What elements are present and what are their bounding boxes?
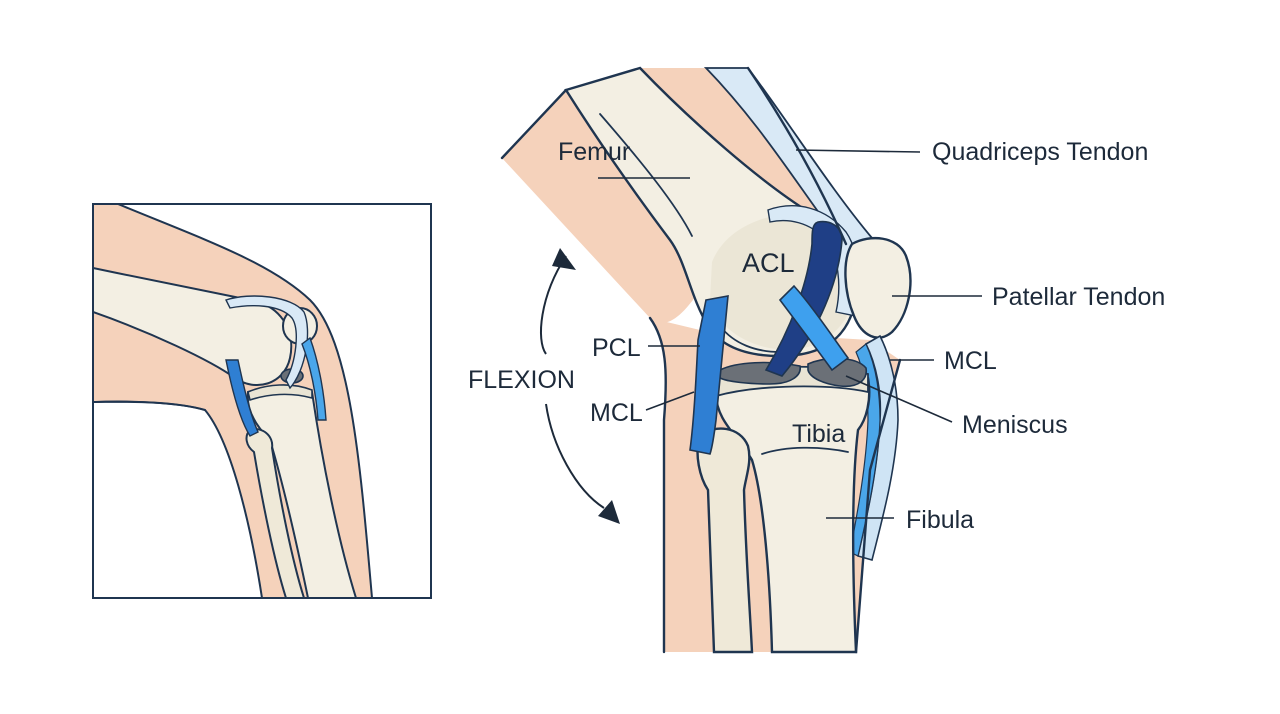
label-flexion: FLEXION — [468, 366, 575, 394]
label-meniscus: Meniscus — [962, 411, 1068, 439]
label-mcl-left: MCL — [590, 399, 643, 427]
label-quadriceps-tendon: Quadriceps Tendon — [932, 138, 1148, 166]
label-fibula: Fibula — [906, 506, 974, 534]
label-acl: ACL — [742, 248, 795, 278]
flexion-arc-upper — [541, 256, 566, 354]
flexion-arrowhead-up — [552, 248, 576, 270]
flexion-arrowhead-down — [598, 500, 620, 524]
quadriceps-leader — [796, 150, 920, 152]
label-mcl-right: MCL — [944, 347, 997, 375]
label-patellar-tendon: Patellar Tendon — [992, 283, 1165, 311]
label-tibia: Tibia — [792, 420, 845, 448]
patella — [845, 238, 910, 338]
calf-back-outline — [650, 318, 666, 652]
label-femur: Femur — [558, 138, 630, 166]
inset-knee-flexed — [93, 204, 431, 598]
label-pcl: PCL — [592, 334, 641, 362]
